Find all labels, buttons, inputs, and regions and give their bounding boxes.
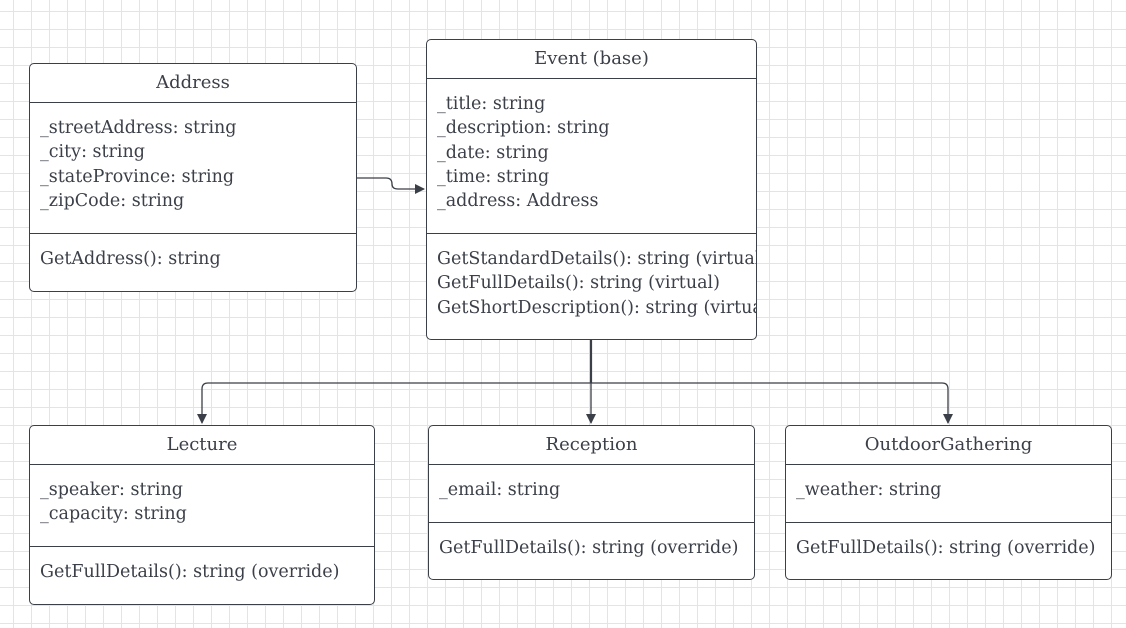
- class-name: Reception: [429, 426, 754, 465]
- methods-section: GetAddress(): string: [30, 234, 356, 291]
- attribute: _address: Address: [437, 191, 599, 212]
- attribute: _title: string: [437, 94, 546, 114]
- class-name: OutdoorGathering: [786, 426, 1111, 465]
- association-address-event: [357, 177, 425, 194]
- class-name: Address: [30, 64, 356, 103]
- method: GetStandardDetails(): string (virtual): [437, 249, 757, 269]
- method: GetFullDetails(): string (virtual): [437, 273, 720, 294]
- attributes-section: _streetAddress: string _city: string _st…: [30, 103, 356, 234]
- attribute: _stateProvince: string: [40, 166, 235, 187]
- inheritance-to-outdoor-gathering: [591, 382, 953, 424]
- attribute: _speaker: string: [40, 480, 183, 500]
- class-name: Event (base): [427, 40, 756, 79]
- attributes-section: _title: string _description: string _dat…: [427, 79, 756, 234]
- attribute: _city: string: [40, 142, 145, 163]
- inheritance-to-lecture: [197, 382, 591, 424]
- methods-section: GetFullDetails(): string (override): [30, 547, 374, 604]
- class-event[interactable]: Event (base) _title: string _description…: [426, 39, 757, 340]
- method: GetFullDetails(): string (override): [796, 538, 1096, 558]
- method: GetFullDetails(): string (override): [439, 538, 739, 558]
- method: GetShortDescription(): string (virtual): [437, 297, 757, 318]
- class-lecture[interactable]: Lecture _speaker: string _capacity: stri…: [29, 425, 375, 605]
- method: GetAddress(): string: [40, 249, 221, 269]
- attribute: _zipCode: string: [40, 190, 185, 211]
- methods-section: GetFullDetails(): string (override): [786, 523, 1111, 579]
- class-name: Lecture: [30, 426, 374, 465]
- methods-section: GetStandardDetails(): string (virtual) G…: [427, 234, 756, 339]
- attribute: _email: string: [439, 480, 561, 500]
- class-reception[interactable]: Reception _email: string GetFullDetails(…: [428, 425, 755, 580]
- method: GetFullDetails(): string (override): [40, 562, 340, 582]
- attribute: _weather: string: [796, 480, 942, 500]
- attribute: _time: string: [437, 166, 550, 187]
- attribute: _streetAddress: string: [40, 118, 237, 138]
- attribute: _capacity: string: [40, 504, 187, 525]
- attributes-section: _weather: string: [786, 465, 1111, 523]
- methods-section: GetFullDetails(): string (override): [429, 523, 754, 579]
- attributes-section: _speaker: string _capacity: string: [30, 465, 374, 547]
- attribute: _description: string: [437, 118, 610, 139]
- class-outdoor-gathering[interactable]: OutdoorGathering _weather: string GetFul…: [785, 425, 1112, 580]
- attributes-section: _email: string: [429, 465, 754, 523]
- class-address[interactable]: Address _streetAddress: string _city: st…: [29, 63, 357, 292]
- attribute: _date: string: [437, 142, 549, 163]
